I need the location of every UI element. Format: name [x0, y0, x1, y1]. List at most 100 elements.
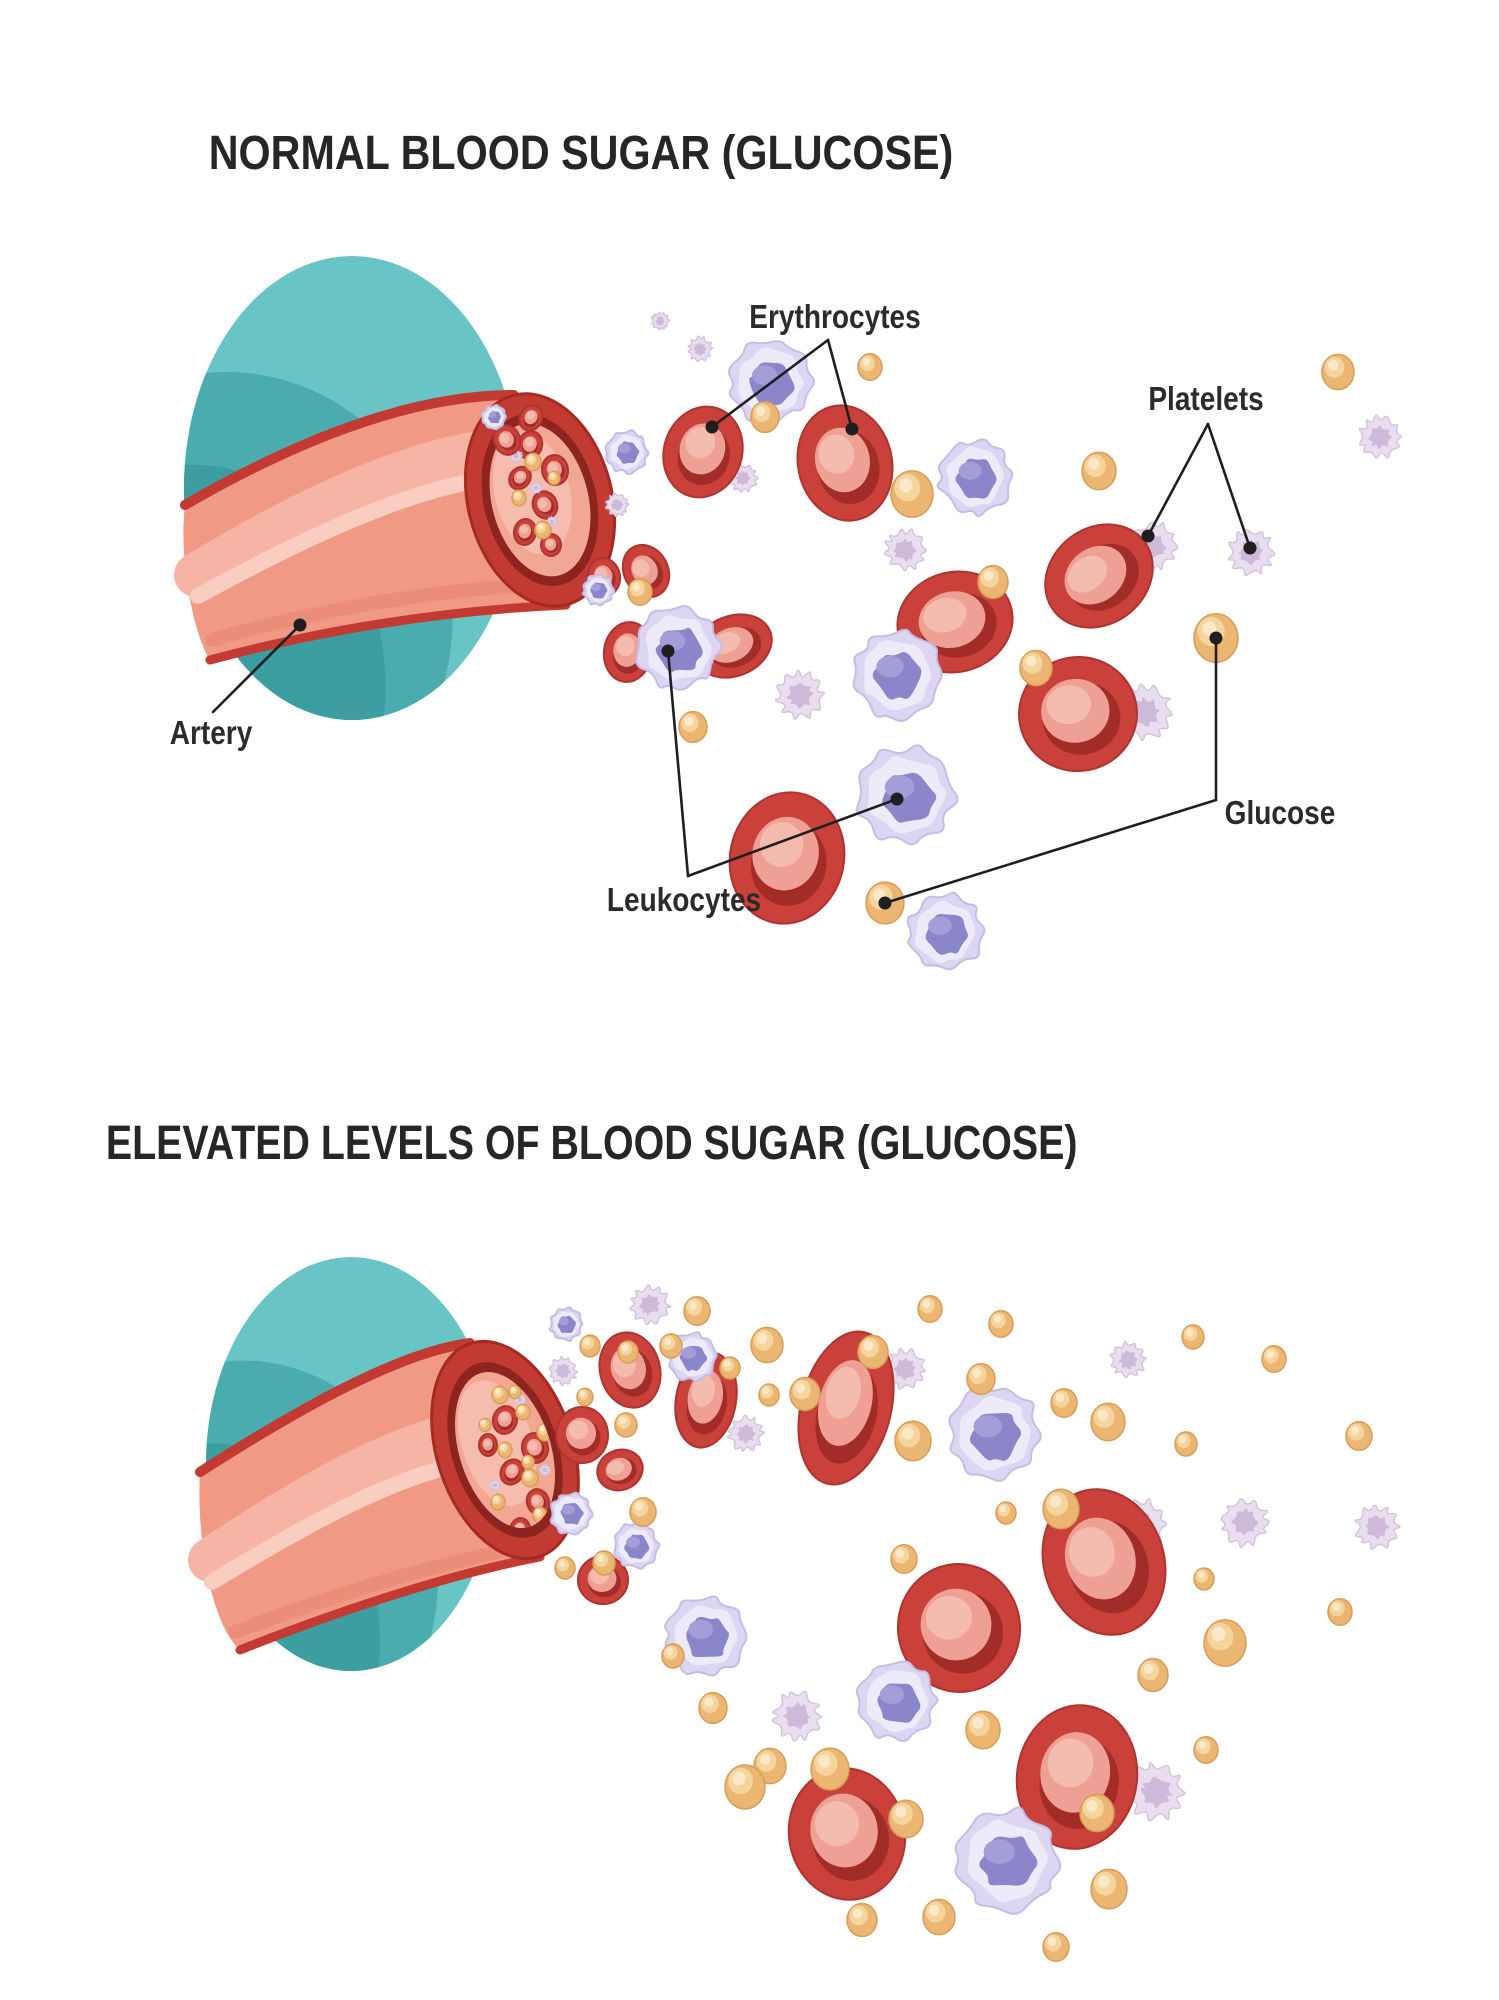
glucose-molecule	[995, 1501, 1017, 1525]
leukocyte	[549, 1491, 594, 1536]
glucose-molecule	[1137, 1657, 1169, 1693]
section-normal: ErythrocytesPlateletsArteryLeukocytesGlu…	[170, 256, 1402, 971]
platelet	[1354, 1504, 1401, 1550]
label-erythrocytes: Erythrocytes	[749, 299, 920, 336]
glucose-molecule	[890, 470, 934, 518]
section-elevated	[188, 1257, 1401, 1963]
label-dot-platelets	[1243, 541, 1257, 555]
glucose-molecule	[857, 353, 883, 381]
platelet	[604, 492, 630, 518]
platelet	[1220, 1498, 1270, 1548]
glucose-molecule	[1174, 1431, 1198, 1457]
platelet	[629, 1284, 672, 1326]
glucose-molecule	[750, 400, 780, 434]
leukocyte	[954, 1806, 1062, 1915]
glucose-molecule	[1019, 649, 1053, 687]
glucose-molecule	[478, 1417, 492, 1433]
glucose-molecule	[497, 1441, 513, 1459]
label-dot-platelets	[1141, 529, 1155, 543]
leukocyte	[936, 438, 1014, 518]
glucose-molecule	[965, 1710, 1001, 1750]
artery-rim	[205, 600, 571, 665]
glucose-molecule	[629, 1496, 657, 1528]
platelet	[538, 1463, 552, 1477]
erythrocyte	[540, 533, 562, 557]
erythrocyte	[896, 570, 1014, 674]
glucose-molecule	[1261, 1345, 1287, 1373]
erythrocyte	[896, 1563, 1022, 1693]
bloodstream-cells	[548, 1284, 1401, 1963]
platelet	[529, 482, 542, 495]
glucose-molecule	[521, 1454, 535, 1470]
glucose-molecule	[683, 1295, 711, 1327]
leader-line-leukocytes	[686, 797, 899, 878]
glucose-molecule	[1193, 1567, 1215, 1591]
glucose-molecule	[750, 1326, 784, 1364]
section-title-elevated: ELEVATED LEVELS OF BLOOD SUGAR (GLUCOSE)	[105, 1117, 1078, 1170]
platelet	[548, 1355, 579, 1387]
leukocyte	[635, 605, 723, 691]
erythrocyte	[662, 405, 744, 499]
label-platelets: Platelets	[1148, 381, 1263, 418]
leukocyte	[581, 573, 616, 607]
leukocyte	[613, 1521, 661, 1570]
artery-rim	[235, 1552, 545, 1655]
blood-flow-inside-artery	[508, 430, 570, 557]
glucose-molecule	[614, 1412, 638, 1438]
artery-shading	[228, 1541, 527, 1639]
glucose-molecule	[894, 1420, 932, 1462]
label-dot-leukocytes	[661, 644, 675, 658]
platelet	[774, 669, 825, 720]
erythrocyte	[796, 404, 894, 522]
leukocyte	[604, 429, 650, 476]
glucose-molecule	[988, 1310, 1014, 1338]
blood-flow-inside-artery	[478, 1384, 554, 1541]
glucose-molecule	[719, 1356, 741, 1380]
glucose-molecule	[521, 1468, 539, 1488]
glucose-molecule	[917, 1295, 943, 1323]
erythrocyte	[596, 1448, 644, 1492]
leukocyte	[852, 628, 943, 722]
erythrocyte	[797, 1330, 895, 1486]
label-dot-erythrocytes	[705, 420, 719, 434]
glucose-molecule	[1079, 1793, 1115, 1833]
glucose-molecule	[490, 1493, 506, 1511]
glucose-molecule	[1042, 1931, 1070, 1963]
section-title-normal: NORMAL BLOOD SUGAR (GLUCOSE)	[208, 127, 954, 180]
leukocyte	[855, 1660, 939, 1742]
glucose-molecule	[810, 1747, 850, 1791]
erythrocyte	[516, 430, 544, 460]
leukocyte	[948, 1387, 1042, 1482]
label-leukocytes: Leukocytes	[607, 882, 761, 919]
glucose-molecule	[534, 520, 552, 540]
leukocyte	[481, 404, 507, 431]
glucose-molecule	[547, 470, 561, 486]
platelet	[1125, 1762, 1186, 1822]
glucose-molecule	[1203, 1619, 1247, 1667]
glucose-molecule	[508, 1384, 522, 1400]
glucose-molecule	[758, 1383, 780, 1407]
erythrocyte	[478, 1433, 498, 1457]
platelet	[687, 335, 714, 363]
erythrocyte	[1041, 1488, 1167, 1636]
artery-highlight	[190, 470, 506, 604]
glucose-molecule	[592, 1550, 616, 1576]
leader-line-erythrocytes	[710, 338, 830, 429]
platelet	[1358, 414, 1402, 459]
glucose-molecule	[1321, 353, 1355, 391]
glucose-molecule	[698, 1691, 728, 1725]
artery-shading	[205, 578, 552, 647]
glucose-molecule	[661, 1643, 685, 1669]
glucose-molecule	[1042, 1488, 1080, 1530]
glucose-molecule	[846, 1902, 878, 1938]
glucose-molecule	[524, 452, 542, 472]
glucose-molecule	[1090, 1402, 1126, 1442]
glucose-molecule	[724, 1764, 766, 1810]
glucose-molecule	[789, 1376, 821, 1412]
annotations: ErythrocytesPlateletsArteryLeukocytesGlu…	[170, 299, 1336, 919]
glucose-molecule	[1081, 451, 1117, 491]
erythrocyte	[693, 613, 773, 679]
leader-line-glucose	[883, 798, 1218, 905]
